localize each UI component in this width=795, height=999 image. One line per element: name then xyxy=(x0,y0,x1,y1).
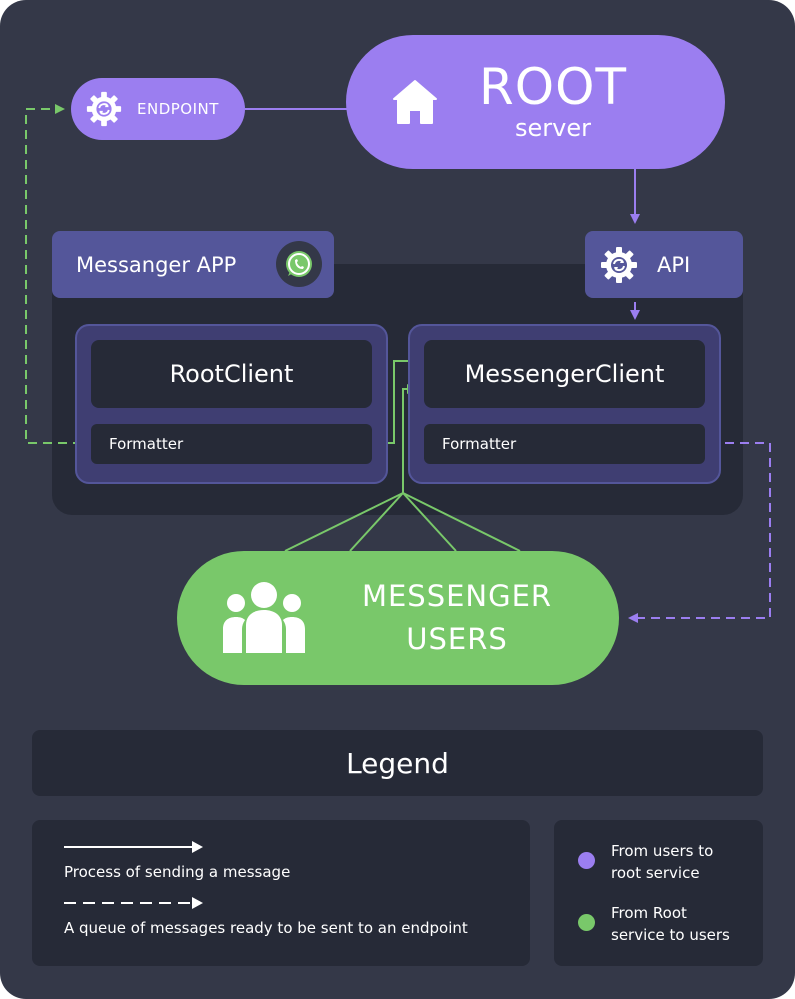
client-to-rootclient-arrow xyxy=(377,360,418,448)
whatsapp-icon xyxy=(276,241,322,287)
messengerclient-title: MessengerClient xyxy=(424,340,705,408)
solid-arrow-sample xyxy=(64,841,203,853)
messengerclient-block: MessengerClient Formatter xyxy=(408,324,721,484)
formatter-to-users-dashed xyxy=(628,442,771,623)
green-dot xyxy=(578,914,595,931)
legend-purple-label-1: From users to xyxy=(611,842,714,860)
rootclient-block: RootClient Formatter xyxy=(75,324,388,484)
users-line1: MESSENGER xyxy=(361,579,553,613)
legend-green-label-2: service to users xyxy=(611,926,730,944)
legend-purple-label-2: root service xyxy=(611,864,700,882)
messenger-users-node: MESSENGER USERS xyxy=(177,551,619,685)
endpoint-label: ENDPOINT xyxy=(137,100,219,118)
home-icon xyxy=(390,77,440,127)
api-label: API xyxy=(657,252,691,277)
sync-gear-icon xyxy=(85,90,123,128)
dashed-arrow-sample xyxy=(64,897,203,909)
legend-solid-label: Process of sending a message xyxy=(64,863,291,881)
users-group-icon xyxy=(219,577,309,657)
legend-line-styles: Process of sending a message A queue of … xyxy=(32,820,530,966)
root-title: ROOT xyxy=(479,58,627,116)
legend-dashed-label: A queue of messages ready to be sent to … xyxy=(64,919,468,937)
sync-gear-icon xyxy=(599,245,639,285)
rootclient-title: RootClient xyxy=(91,340,372,408)
formatter-to-endpoint-dashed xyxy=(25,104,97,444)
messenger-app-label: Messanger APP xyxy=(76,252,237,277)
legend-green-label-1: From Root xyxy=(611,904,687,922)
api-node: API xyxy=(585,231,743,298)
root-server-node: ROOT server xyxy=(346,35,725,169)
endpoint-node: ENDPOINT xyxy=(71,78,245,140)
users-line2: USERS xyxy=(406,622,508,656)
root-subtitle: server xyxy=(515,114,591,142)
messenger-app-header: Messanger APP xyxy=(52,231,334,298)
rootclient-formatter: Formatter xyxy=(91,424,372,464)
purple-dot xyxy=(578,852,595,869)
messengerclient-formatter: Formatter xyxy=(424,424,705,464)
legend-title: Legend xyxy=(32,730,763,796)
legend-colors: From users to root service From Root ser… xyxy=(554,820,763,966)
